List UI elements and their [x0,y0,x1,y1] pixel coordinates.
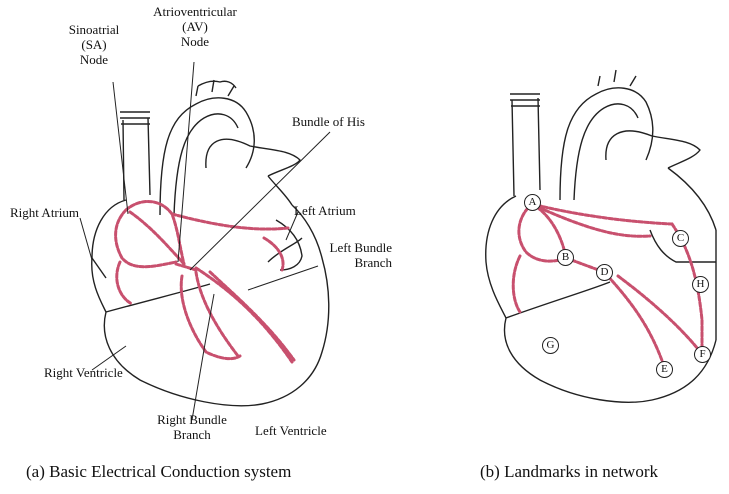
landmark-a: A [524,194,541,211]
label-left-bundle-branch-line2: Branch [320,255,392,270]
label-right-bundle-branch: Right Bundle Branch [144,412,240,442]
landmark-g: G [542,337,559,354]
landmark-e: E [656,361,673,378]
label-right-atrium: Right Atrium [10,205,79,220]
label-left-atrium: Left Atrium [294,203,356,218]
label-av-node: Atrioventricular (AV) Node [140,4,250,49]
landmark-f: F [694,346,711,363]
label-av-node-line3: Node [140,34,250,49]
label-sa-node: Sinoatrial (SA) Node [60,22,128,67]
label-right-bundle-branch-line1: Right Bundle [144,412,240,427]
label-sa-node-line1: Sinoatrial [60,22,128,37]
label-sa-node-line2: (SA) [60,37,128,52]
label-av-node-line2: (AV) [140,19,250,34]
landmark-b: B [557,249,574,266]
label-bundle-of-his: Bundle of His [292,114,365,129]
label-av-node-line1: Atrioventricular [140,4,250,19]
label-right-ventricle: Right Ventricle [44,365,123,380]
landmark-h: H [692,276,709,293]
label-left-ventricle: Left Ventricle [255,423,327,438]
landmark-d: D [596,264,613,281]
label-sa-node-line3: Node [60,52,128,67]
label-left-bundle-branch-line1: Left Bundle [320,240,392,255]
caption-a: (a) Basic Electrical Conduction system [26,462,291,482]
landmark-c: C [672,230,689,247]
caption-b: (b) Landmarks in network [480,462,658,482]
label-right-bundle-branch-line2: Branch [144,427,240,442]
label-left-bundle-branch: Left Bundle Branch [320,240,392,270]
